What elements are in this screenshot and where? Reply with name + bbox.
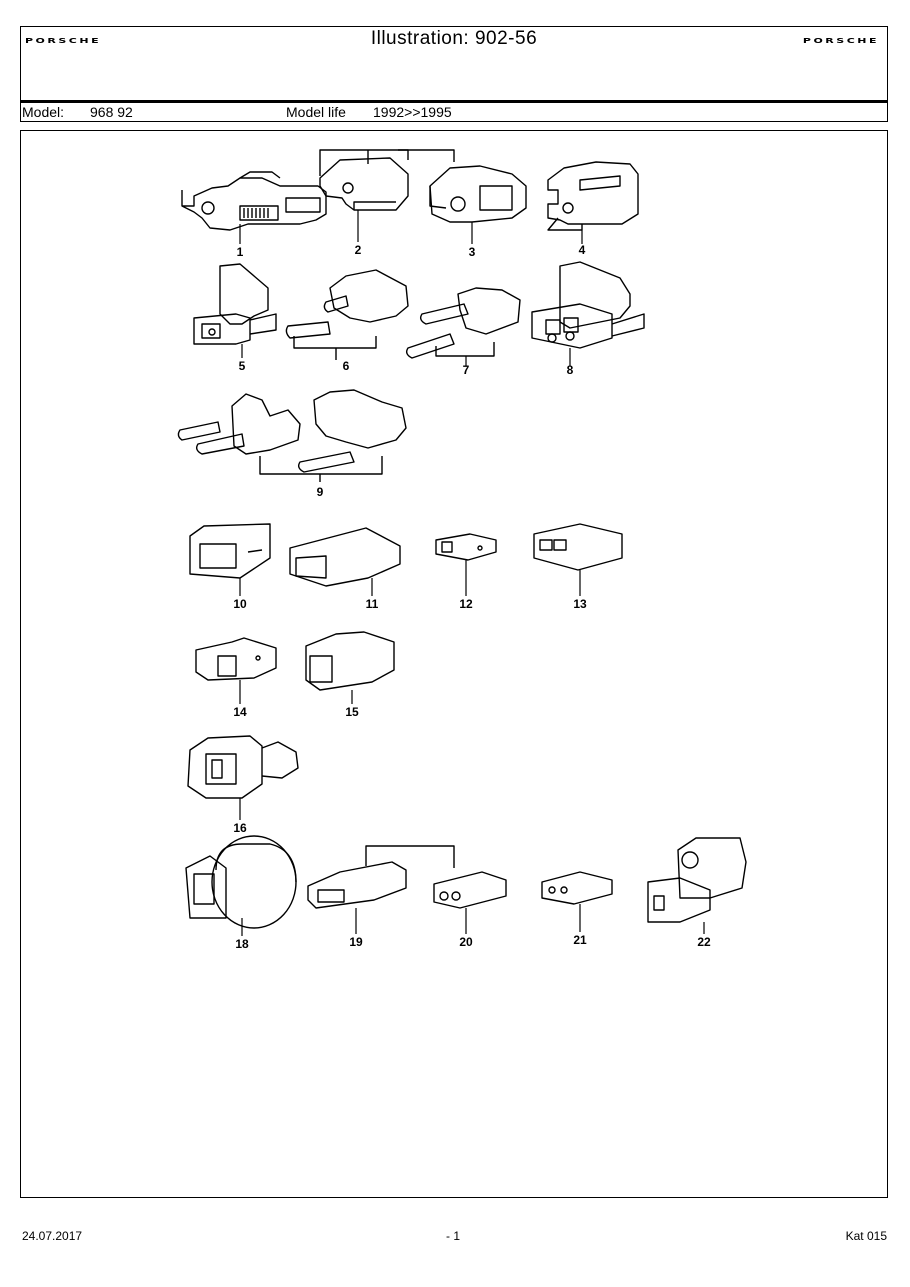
illustration-title: Illustration: 902-56 [370, 28, 538, 49]
part-number-label: 21 [573, 933, 587, 947]
part-2-housing-drawing [319, 149, 409, 211]
part-number-label: 12 [459, 597, 473, 611]
part-number-label: 15 [345, 705, 359, 719]
porsche-logo-left: PORSCHE [25, 37, 102, 45]
part-number-label: 18 [235, 937, 249, 951]
model-life-label: Model life [286, 104, 346, 120]
model-life-value: 1992>>1995 [373, 104, 452, 120]
model-value: 968 92 [90, 104, 133, 120]
footer-catalog: Kat 015 [845, 1229, 887, 1243]
footer-date: 24.07.2017 [22, 1229, 83, 1243]
part-5-connector-drawing [193, 263, 277, 345]
part-14-connector-drawing [195, 637, 277, 681]
part-21-connector-drawing [541, 871, 613, 905]
part-number-label: 4 [579, 243, 586, 257]
part-1-connector-drawing [181, 171, 327, 231]
part-number-label: 20 [459, 935, 473, 949]
part-number-label: 8 [567, 363, 574, 377]
part-7-pin-drawing [405, 287, 521, 359]
part-22-connector-drawing [647, 837, 747, 923]
part-9-connector-drawing [177, 389, 407, 482]
part-number-label: 14 [233, 705, 247, 719]
part-19-connector-drawing [307, 845, 455, 909]
part-number-label: 16 [233, 821, 247, 835]
part-number-label: 11 [366, 597, 379, 611]
part-20-connector-drawing [433, 871, 507, 909]
model-label: Model: [22, 104, 65, 120]
part-number-label: 2 [355, 243, 362, 257]
part-number-label: 5 [239, 359, 246, 373]
part-number-label: 22 [697, 935, 711, 949]
part-16-connector-drawing [187, 735, 299, 799]
part-number-label: 3 [469, 245, 476, 259]
porsche-logo-right: PORSCHE [802, 37, 879, 45]
part-18-connector-drawing [185, 835, 297, 929]
part-number-label: 13 [573, 597, 587, 611]
part-number-label: 19 [349, 935, 363, 949]
part-12-connector-drawing [435, 533, 497, 561]
footer-page-number: - 1 [446, 1229, 461, 1243]
part-number-label: 9 [317, 485, 324, 499]
part-number-label: 6 [343, 359, 350, 373]
connector-parts-drawing: 1 2 3 4 5 6 7 8 9 10 11 12 13 14 15 16 1… [177, 149, 747, 951]
part-15-connector-drawing [305, 631, 395, 691]
part-number-label: 10 [233, 597, 247, 611]
header-box: PORSCHE Illustration: 902-56 PORSCHE Mod… [20, 26, 888, 122]
part-number-label: 7 [463, 363, 470, 377]
part-4-housing-drawing [547, 161, 639, 231]
illustration-frame [20, 130, 888, 1198]
part-3-connector-drawing [398, 149, 527, 223]
part-10-housing-drawing [189, 523, 271, 579]
part-11-housing-drawing [289, 527, 401, 587]
part-13-connector-drawing [533, 523, 623, 571]
part-8-connector-drawing [531, 261, 645, 349]
part-6-connector-drawing [285, 269, 409, 360]
part-number-label: 1 [237, 245, 244, 259]
model-bar: Model: 968 92 Model life 1992>>1995 [21, 100, 887, 121]
